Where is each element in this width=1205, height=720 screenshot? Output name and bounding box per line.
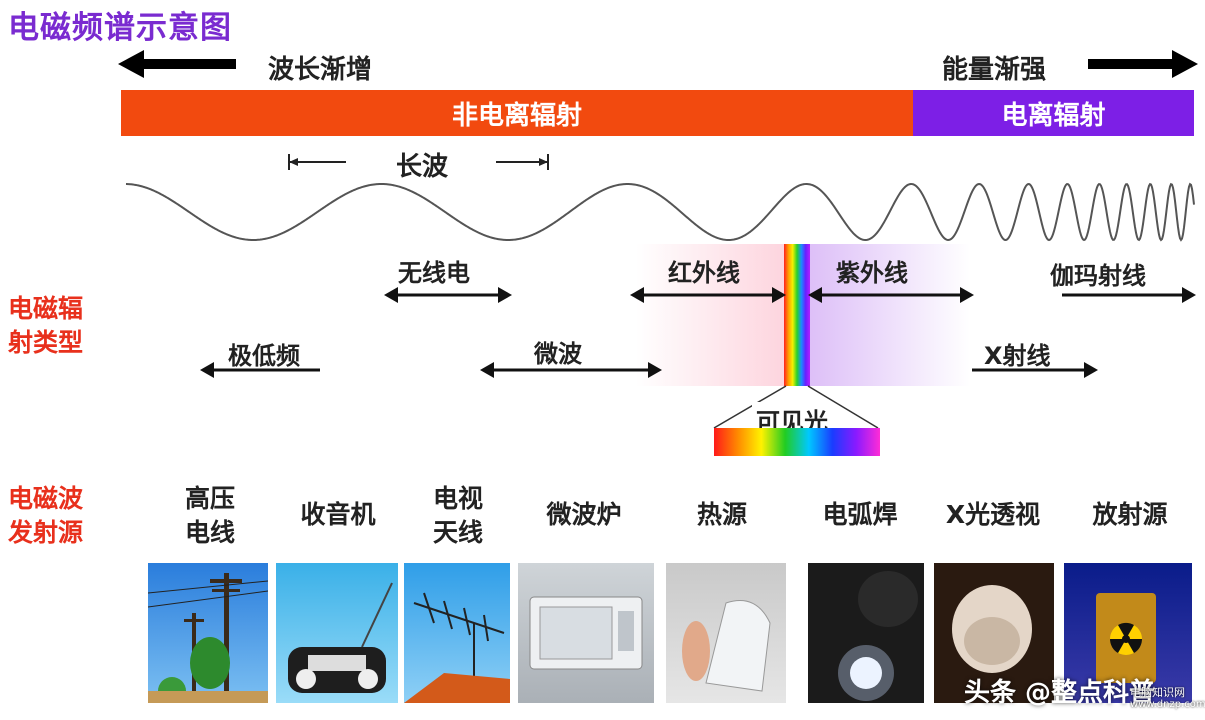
page-title: 电磁频谱示意图	[8, 10, 232, 46]
watermark-main: 头条 @整点科普	[964, 678, 1156, 708]
ultraviolet-label: 紫外线	[836, 259, 908, 287]
microwave-range-arrow-icon	[480, 362, 662, 378]
visible-spectrum-bar	[714, 428, 880, 456]
radio-label: 无线电	[398, 259, 470, 287]
long-wave-span-icon	[288, 154, 549, 170]
gamma-label: 伽玛射线	[1050, 262, 1146, 290]
xray-label: X射线	[984, 342, 1051, 370]
power-line-icon	[148, 563, 268, 703]
infrared-range-arrow-icon	[630, 287, 786, 303]
radioactive-icon	[1064, 563, 1192, 703]
source-label-microwave-oven: 微波炉	[546, 500, 622, 529]
radio-range-arrow-icon	[384, 287, 512, 303]
infrared-label: 红外线	[668, 259, 740, 287]
sources-side-label: 电磁波 发射源	[8, 484, 84, 547]
ultraviolet-range-arrow-icon	[808, 287, 974, 303]
ultraviolet-glow	[810, 244, 970, 386]
left-arrow-icon	[118, 50, 236, 78]
energy-increase-label: 能量渐强	[942, 55, 1047, 85]
watermark-url: www.dnzp.com	[1130, 699, 1205, 710]
long-wave-label: 长波	[396, 152, 449, 182]
radio-icon	[276, 563, 398, 703]
source-label-heat: 热源	[696, 500, 747, 529]
non-ionizing-band: 非电离辐射	[121, 90, 913, 136]
xray-range-arrow-icon	[972, 362, 1098, 378]
ionizing-label: 电离辐射	[1001, 100, 1106, 131]
source-label-arc-welding: 电弧焊	[822, 500, 898, 529]
ionizing-band: 电离辐射	[913, 90, 1194, 136]
microwave-label: 微波	[534, 340, 582, 368]
arc-welding-icon	[808, 563, 924, 703]
visible-spectrum-strip	[784, 244, 810, 386]
spectrum-wave-icon	[125, 182, 1195, 242]
non-ionizing-label: 非电离辐射	[451, 100, 582, 131]
elf-label: 极低频	[228, 342, 300, 370]
watermark-site: 电脑知识网	[1130, 686, 1185, 699]
source-label-radioactive: 放射源	[1092, 500, 1168, 529]
visible-light-callout-icon	[713, 385, 879, 429]
source-label-tv-antenna: 电视天线	[432, 484, 483, 547]
source-label-xray: X光透视	[945, 500, 1041, 529]
radiation-types-side-label: 电磁辐 射类型	[8, 294, 84, 357]
gamma-range-arrow-icon	[1062, 287, 1196, 303]
source-label-radio: 收音机	[300, 500, 376, 529]
iron-heat-icon	[666, 563, 786, 703]
infrared-glow	[636, 244, 784, 386]
wavelength-increase-label: 波长渐增	[268, 55, 373, 85]
tv-antenna-icon	[404, 563, 510, 703]
xray-skull-icon	[934, 563, 1054, 703]
right-arrow-icon	[1088, 50, 1198, 78]
microwave-oven-icon	[518, 563, 654, 703]
elf-range-arrow-icon	[200, 362, 320, 378]
source-label-power-line: 高压电线	[184, 484, 235, 547]
